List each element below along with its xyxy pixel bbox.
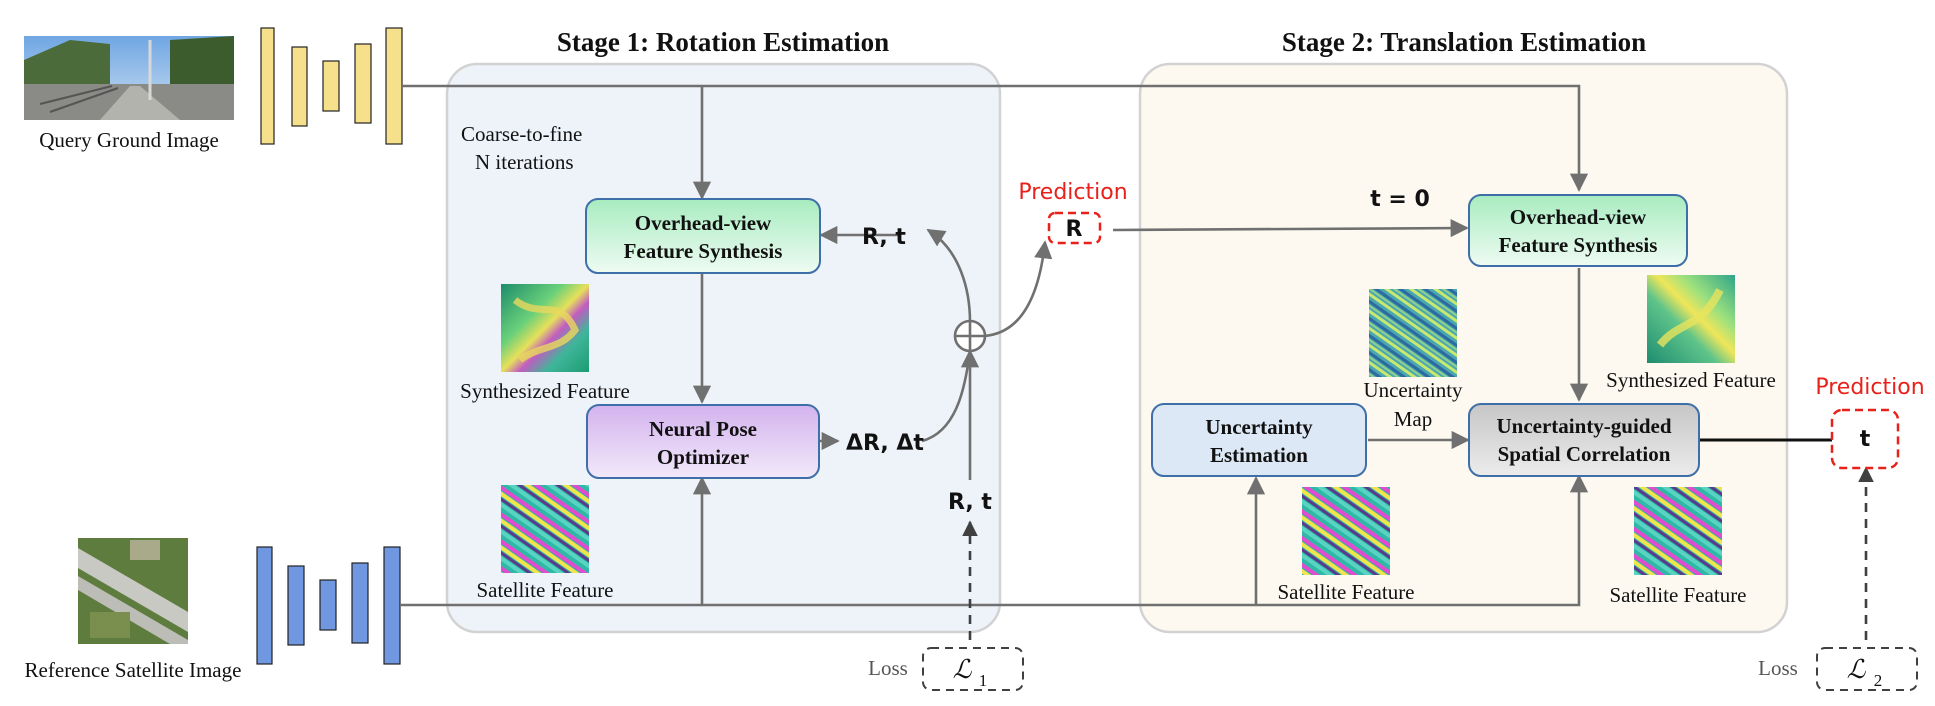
neural-pose-optimizer-box: Neural Pose Optimizer: [586, 404, 820, 479]
prediction2-box: [1830, 408, 1900, 470]
stage1-satellite-feature-label: Satellite Feature: [476, 578, 613, 602]
prediction1-value: R: [1066, 217, 1083, 242]
stage1-synthesized-feature-label: Synthesized Feature: [460, 379, 630, 403]
translation-init-label: t = 0: [1370, 187, 1430, 212]
satellite-encoder: [256, 546, 401, 665]
stage1-feature-synthesis-box: Overhead-view Feature Synthesis: [585, 198, 821, 274]
stage2-synthesis-line2: Feature Synthesis: [1499, 233, 1658, 257]
stage2-feature-synthesis-box: Overhead-view Feature Synthesis: [1468, 194, 1688, 267]
stage2-satellite-feature-label-a: Satellite Feature: [1277, 580, 1414, 604]
correlation-line1: Uncertainty-guided: [1497, 414, 1672, 438]
stage1-title: Stage 1: Rotation Estimation: [557, 27, 889, 57]
connectors: [400, 84, 1589, 607]
loss2-symbol: ℒ: [1847, 655, 1867, 684]
query-ground-image: [24, 36, 234, 120]
loss1-box: [922, 647, 1024, 691]
loss1-text: Loss: [868, 656, 908, 680]
reference-satellite-image: [78, 538, 188, 644]
uncertainty-line2: Estimation: [1210, 443, 1308, 467]
prediction2-value: t: [1860, 427, 1871, 452]
uncertainty-map-label-line1: Uncertainty: [1363, 378, 1463, 402]
loss2-text: Loss: [1758, 656, 1798, 680]
stage1-synthesis-line1: Overhead-view: [635, 211, 772, 235]
iterations-label-line1: Coarse-to-fine: [461, 122, 582, 146]
optimizer-line2: Optimizer: [657, 445, 749, 469]
prediction1-label: Prediction: [1018, 180, 1127, 205]
compose-operator-icon: [953, 319, 987, 353]
stage2-satellite-feature-label-b: Satellite Feature: [1609, 583, 1746, 607]
loss1-subscript: 1: [979, 671, 988, 690]
stage2-synthesized-feature-map: [1647, 275, 1735, 363]
iterations-label-line2: N iterations: [475, 150, 574, 174]
prediction2-label: Prediction: [1815, 375, 1924, 400]
stage1-satellite-feature-map: [501, 485, 589, 573]
prediction1-box: [1047, 211, 1102, 245]
stage2-title: Stage 2: Translation Estimation: [1282, 27, 1646, 57]
spatial-correlation-box: Uncertainty-guided Spatial Correlation: [1468, 403, 1700, 477]
uncertainty-estimation-box: Uncertainty Estimation: [1151, 403, 1367, 477]
stage1-synthesized-feature-map: [501, 284, 589, 372]
stage2-synthesized-feature-label: Synthesized Feature: [1606, 368, 1776, 392]
query-image-label: Query Ground Image: [39, 128, 219, 152]
uncertainty-map-label-line2: Map: [1394, 407, 1433, 431]
satellite-image-label: Reference Satellite Image: [25, 658, 242, 682]
initial-pose-label: R, t: [948, 490, 992, 515]
stage2-satellite-feature-map-b: [1634, 487, 1722, 575]
uncertainty-map: [1369, 289, 1457, 377]
stage2-satellite-feature-map-a: [1302, 487, 1390, 575]
loss2-subscript: 2: [1874, 671, 1883, 690]
pose-rt-label: R, t: [862, 225, 906, 250]
pose-delta-label: ΔR, Δt: [846, 431, 924, 456]
correlation-line2: Spatial Correlation: [1498, 442, 1671, 466]
query-encoder: [260, 27, 403, 145]
optimizer-line1: Neural Pose: [649, 417, 757, 441]
uncertainty-line1: Uncertainty: [1205, 415, 1313, 439]
stage1-synthesis-line2: Feature Synthesis: [624, 239, 783, 263]
loss-arrows: [962, 466, 1874, 640]
stage2-synthesis-line1: Overhead-view: [1510, 205, 1647, 229]
loss1-symbol: ℒ: [953, 655, 973, 684]
loss2-box: [1816, 647, 1918, 691]
